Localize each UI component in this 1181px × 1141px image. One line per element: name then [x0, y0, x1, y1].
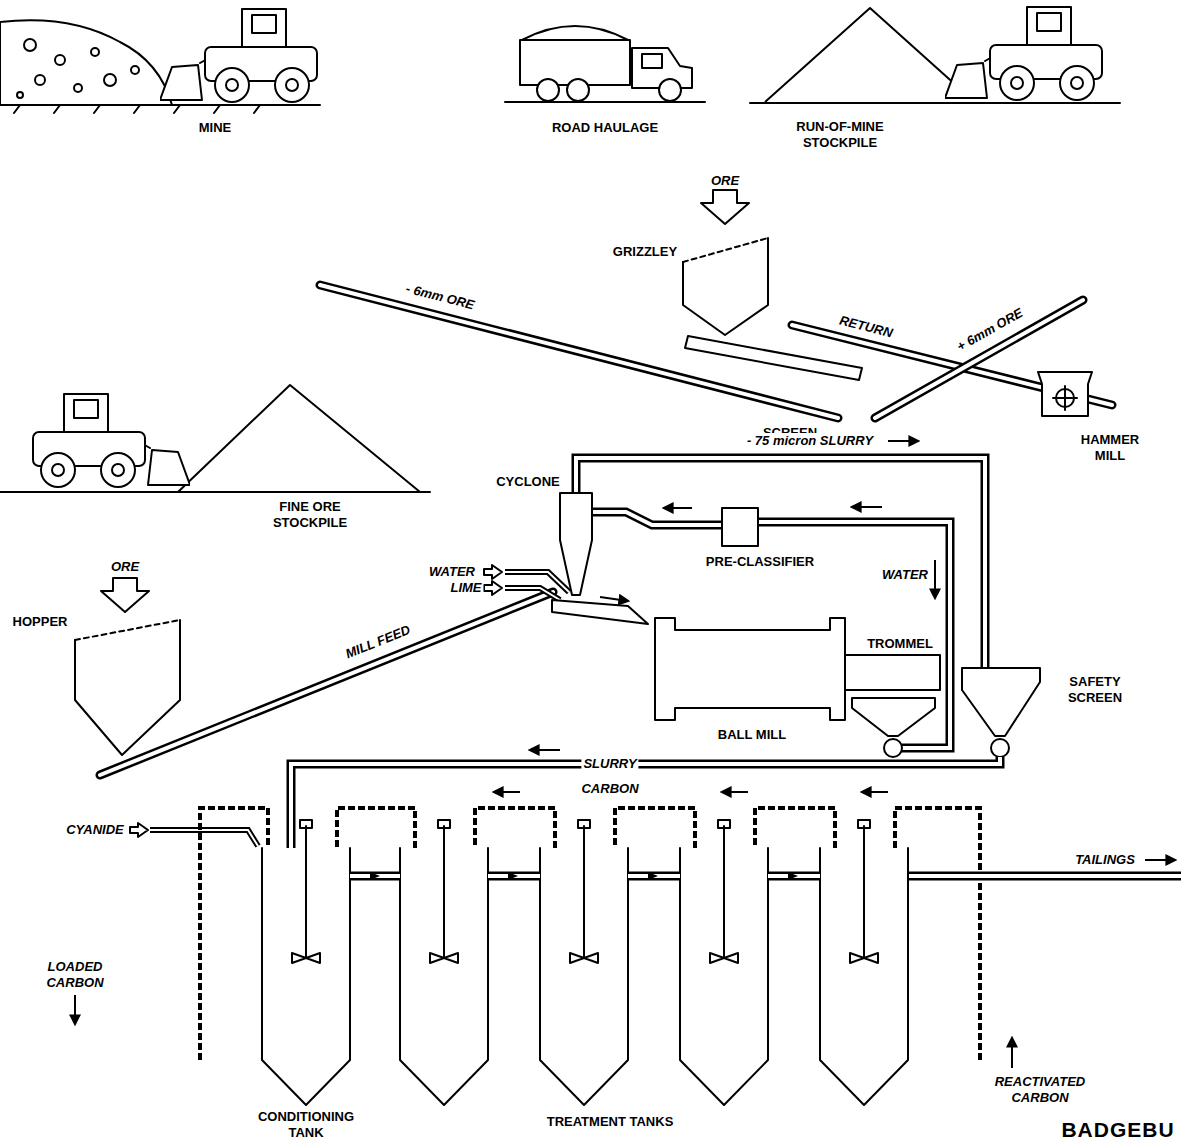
agitator — [710, 820, 738, 963]
process-label: CYANIDE — [64, 822, 126, 838]
flow-arrow — [508, 872, 518, 880]
process-label: GRIZZLEY — [611, 244, 679, 260]
process-label: ROAD HAULAGE — [550, 120, 660, 136]
process-label: HAMMER MILL — [1068, 432, 1152, 464]
process-label: CYCLONE — [494, 474, 562, 490]
process-label: WATER — [880, 567, 930, 583]
carbon-transfer — [755, 808, 835, 848]
carbon-transfer — [337, 808, 415, 848]
process-label: LOADED CARBON — [33, 959, 117, 991]
process-label: WATER — [427, 564, 477, 580]
process-label: TREATMENT TANKS — [545, 1114, 676, 1130]
process-label: ORE — [109, 559, 141, 575]
process-label: TROMMEL — [865, 636, 935, 652]
title-text: BADGEBU — [1059, 1118, 1176, 1141]
process-label: MINE — [197, 120, 234, 136]
process-label: FINE ORE STOCKPILE — [258, 499, 362, 531]
process-label: MILL FEED — [341, 621, 414, 663]
agitator — [850, 820, 878, 963]
interstage-pipe — [768, 872, 820, 881]
carbon-transfer — [615, 808, 695, 848]
process-label: ORE — [709, 173, 741, 189]
carbon-transfer — [475, 808, 555, 848]
process-label: BALL MILL — [716, 727, 788, 743]
process-label: RUN-OF-MINE STOCKPILE — [783, 119, 897, 151]
process-label: + 6mm ORE — [952, 304, 1027, 356]
interstage-pipe — [628, 872, 680, 881]
process-label: CARBON — [579, 781, 640, 797]
flow-arrow — [788, 872, 798, 880]
process-label: HOPPER — [11, 614, 70, 630]
process-label: SLURRY — [581, 756, 638, 772]
process-label: SAFETY SCREEN — [1048, 674, 1142, 706]
process-label: CONDITIONING TANK — [239, 1109, 373, 1141]
process-label: RETURN — [836, 312, 896, 342]
interstage-pipe — [488, 872, 540, 881]
process-label: PRE-CLASSIFIER — [704, 554, 816, 570]
flow-arrow — [370, 872, 380, 880]
process-label: - 6mm ORE — [402, 280, 478, 314]
process-label: LIME — [448, 580, 483, 596]
process-label: REACTIVATED CARBON — [983, 1074, 1097, 1106]
agitator — [292, 820, 320, 963]
flow-arrow — [648, 872, 658, 880]
interstage-pipe — [350, 872, 400, 881]
agitator — [430, 820, 458, 963]
process-label: TAILINGS — [1073, 852, 1137, 868]
process-label: - 75 micron SLURRY — [745, 433, 875, 449]
agitator — [570, 820, 598, 963]
